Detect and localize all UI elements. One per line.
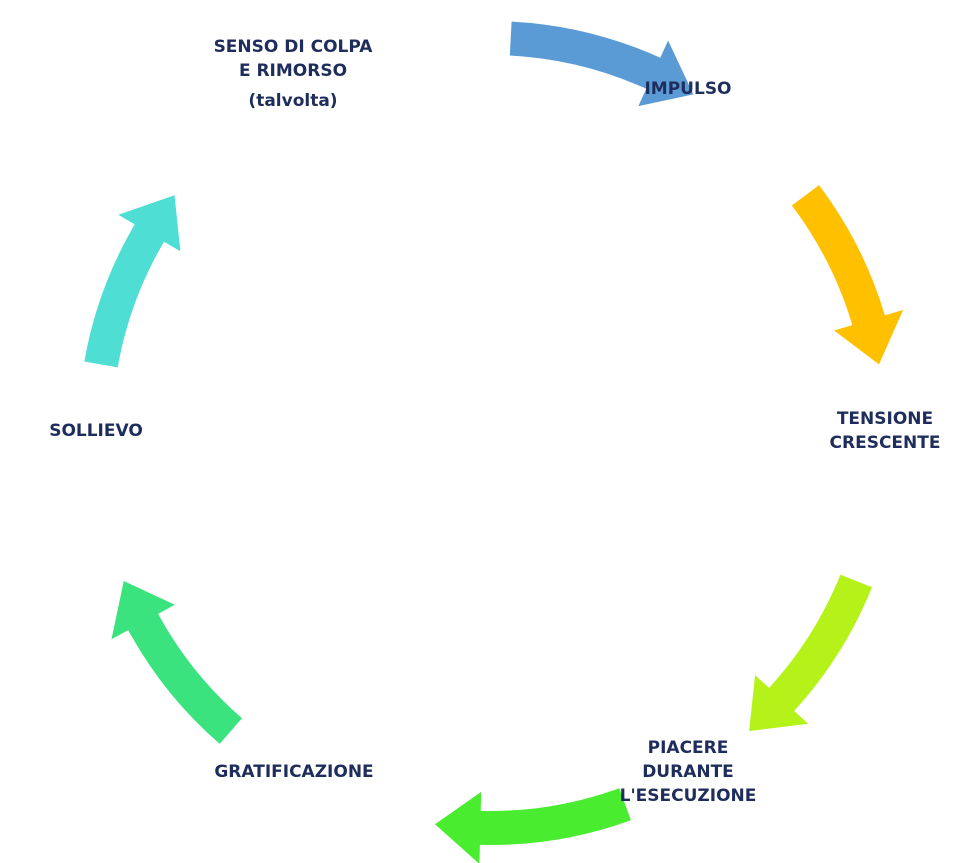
stage-impulse-line-1: IMPULSO — [644, 79, 732, 99]
stage-label-tension: TENSIONE CRESCENTE — [830, 407, 941, 455]
stage-label-relief: SOLLIEVO — [49, 419, 143, 443]
stage-pleasure-line-1: PIACERE — [647, 738, 729, 758]
stage-label-pleasure: PIACERE DURANTE L'ESECUZIONE — [620, 736, 757, 808]
stage-tension-line-2: CRESCENTE — [829, 433, 941, 453]
stage-pleasure-line-2: DURANTE — [642, 762, 734, 782]
arrow-body — [435, 788, 631, 863]
arrow-body — [84, 195, 181, 368]
arrow-body — [791, 185, 904, 365]
arrow-pleasure-to-gratification — [435, 788, 631, 863]
arrow-impulse-to-tension — [791, 185, 904, 365]
arrow-guilt-to-impulse — [509, 21, 694, 107]
arrow-body — [749, 574, 872, 732]
arrow-body — [509, 21, 694, 107]
stage-gratification-line-1: GRATIFICAZIONE — [214, 762, 374, 782]
stage-guilt-line-2: E RIMORSO — [238, 61, 348, 81]
stage-label-impulse: IMPULSO — [644, 77, 731, 101]
arrow-relief-to-guilt — [84, 195, 181, 368]
stage-pleasure-line-3: L'ESECUZIONE — [619, 786, 757, 806]
stage-tension-line-1: TENSIONE — [836, 409, 934, 429]
arrow-gratification-to-relief — [111, 581, 242, 744]
stage-guilt-note: (talvolta) — [248, 91, 338, 111]
stage-relief-line-1: SOLLIEVO — [49, 421, 143, 441]
arrow-tension-to-pleasure — [749, 574, 872, 732]
stage-guilt-line-1: SENSO DI COLPA — [213, 37, 373, 57]
stage-label-guilt: SENSO DI COLPA E RIMORSO (talvolta) — [214, 35, 373, 113]
stage-label-gratification: GRATIFICAZIONE — [214, 760, 373, 784]
arrow-body — [111, 581, 242, 744]
